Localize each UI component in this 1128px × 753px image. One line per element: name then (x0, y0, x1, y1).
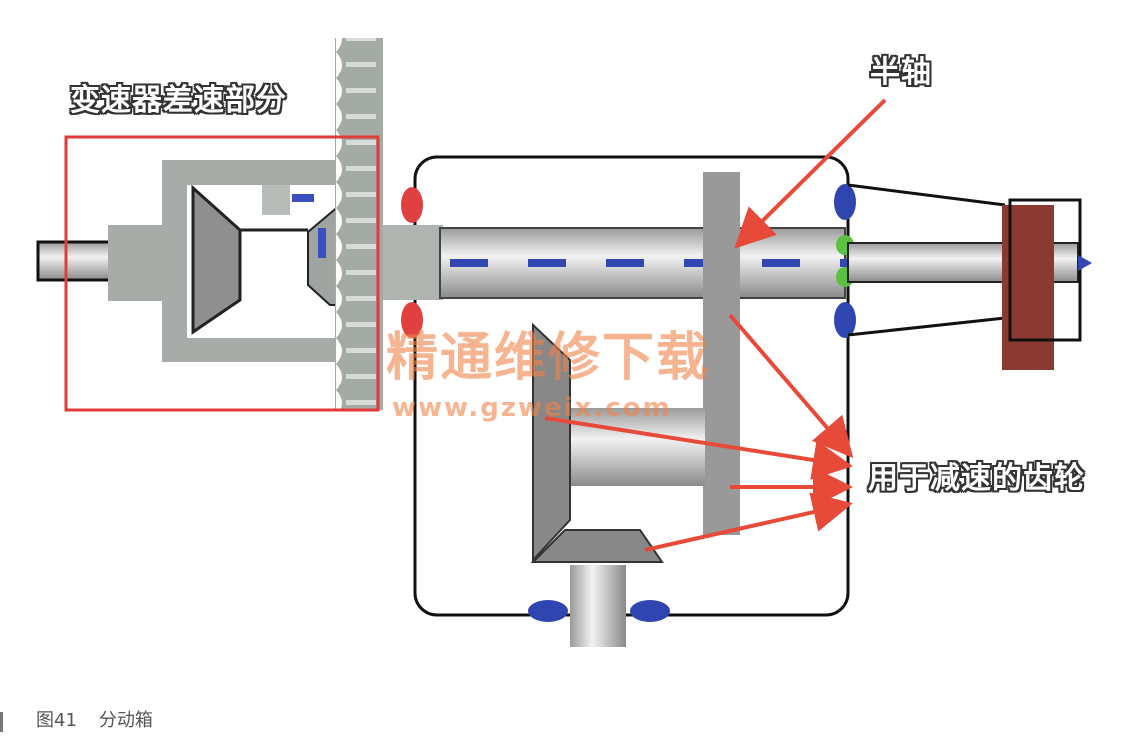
counter-bevel-gear (532, 322, 571, 563)
transfer-case (383, 155, 1070, 647)
seal-blue (630, 600, 670, 622)
seal-blue (834, 302, 856, 338)
arrow-half-shaft (734, 98, 887, 249)
seal-blue (834, 184, 856, 220)
seal-blue (528, 600, 568, 622)
watermark-url: www.gzweix.com (392, 393, 672, 423)
diff-collar (108, 225, 168, 301)
differential-section (36, 38, 383, 412)
watermark-title: 精通维修下载 (386, 328, 711, 388)
rear-output (847, 183, 1092, 370)
input-hub (383, 225, 443, 300)
diff-pinion (262, 185, 290, 215)
caption-marker (0, 712, 3, 732)
figure-title: 分动箱 (98, 710, 153, 731)
arrow-gear (544, 416, 853, 480)
seal-red (401, 187, 423, 223)
output-bevel-gear (530, 529, 664, 563)
half-shaft-label: 半轴 (870, 55, 932, 90)
arrow-gear (728, 313, 854, 459)
seal-red (401, 302, 423, 338)
left-axle-shaft (36, 240, 120, 282)
ring-gear (335, 38, 383, 410)
flange-frame (1008, 198, 1082, 342)
left-side-gear (191, 184, 242, 335)
reduction-gear-plate (703, 172, 740, 535)
figure-number: 图41 (36, 710, 77, 731)
counter-shaft (570, 408, 705, 486)
differential-label: 变速器差速部分 (70, 83, 287, 118)
differential-highlight-box (64, 135, 380, 412)
callout-arrows (544, 98, 887, 552)
arrow-gear (644, 492, 853, 552)
figure-caption: 图41 分动箱 (36, 710, 175, 732)
lower-output-shaft (570, 565, 626, 647)
diff-case (162, 160, 345, 362)
reduction-gears-label: 用于减速的齿轮 (868, 461, 1085, 496)
